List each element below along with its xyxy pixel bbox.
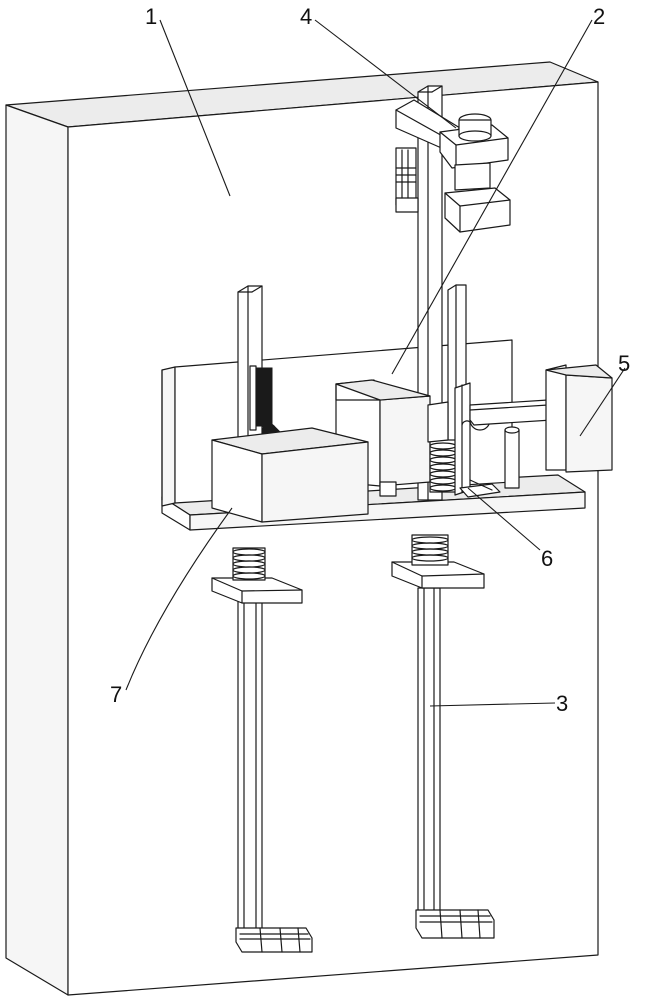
callout-labels: 1 4 2 5 6 7 3 xyxy=(110,4,630,716)
label-1: 1 xyxy=(145,4,157,29)
material-box xyxy=(211,427,369,523)
left-foot-pad xyxy=(235,927,313,953)
motor-block-lower xyxy=(444,162,511,233)
left-cylinder xyxy=(395,147,419,213)
slider-block xyxy=(335,379,431,497)
horizontal-bar xyxy=(469,399,553,426)
right-spring xyxy=(411,534,449,566)
label-3: 3 xyxy=(556,691,568,716)
center-spring xyxy=(427,401,457,493)
label-4: 4 xyxy=(300,4,312,29)
leader-6 xyxy=(467,487,541,551)
side-plate xyxy=(545,364,613,473)
leader-7 xyxy=(125,507,233,691)
leader-5 xyxy=(579,367,626,437)
label-5: 5 xyxy=(618,351,630,376)
small-post xyxy=(504,426,520,489)
leader-1 xyxy=(159,19,231,197)
cutter-clamp xyxy=(249,365,284,435)
leader-lines xyxy=(125,19,626,707)
left-guide-rod xyxy=(211,577,303,936)
leader-4 xyxy=(314,19,457,129)
right-guide-rod xyxy=(391,561,485,916)
label-6: 6 xyxy=(541,546,553,571)
motor-block-upper xyxy=(439,113,509,169)
label-7: 7 xyxy=(110,682,122,707)
left-spring xyxy=(232,547,266,581)
leader-3 xyxy=(429,702,556,707)
label-2: 2 xyxy=(593,4,605,29)
leader-2 xyxy=(391,19,593,375)
right-foot-pad xyxy=(415,909,495,939)
